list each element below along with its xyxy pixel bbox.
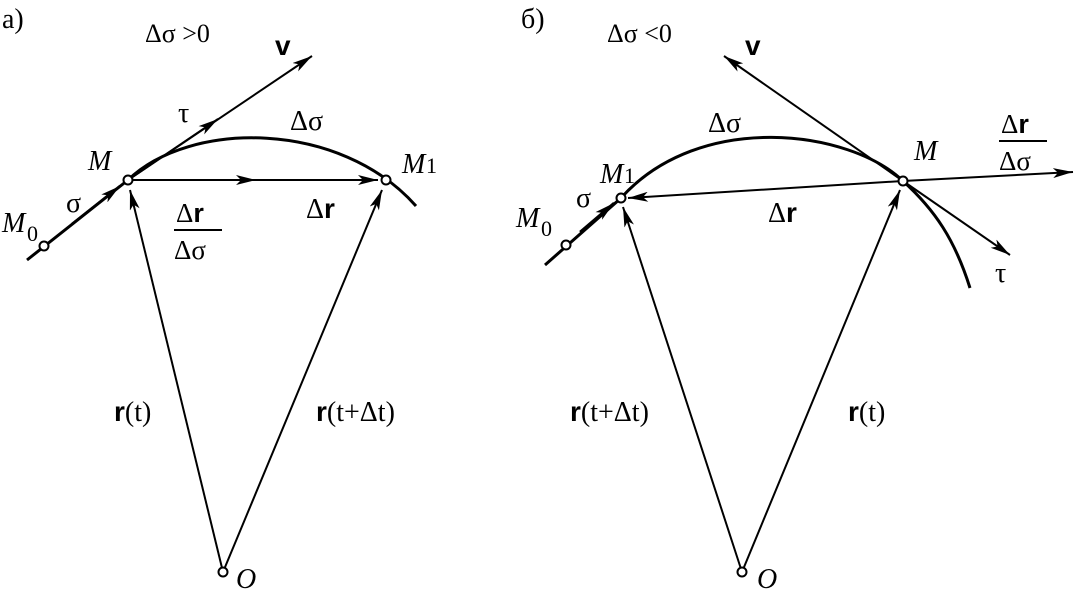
- dr-label-a: Δr: [306, 193, 335, 225]
- M-label-b: M: [913, 136, 939, 167]
- rtdt-label-a: r(t+Δt): [316, 396, 395, 428]
- sigma-arrow-a: [71, 185, 121, 225]
- svg-text:M: M: [599, 159, 625, 190]
- v-label-b: v: [745, 30, 761, 61]
- sigma-label-b: σ: [576, 183, 591, 214]
- point-M1-a: [380, 174, 392, 186]
- panel-tag-b: б): [521, 4, 545, 35]
- point-M-b: [897, 175, 909, 187]
- panel-b: б) Δσ <0 v Δσ M M 1 M 0 σ Δr Δr Δσ τ r(t…: [515, 4, 1074, 592]
- tau-unit-vector-a: [127, 118, 219, 181]
- dr-over-dsigma-label-b: Δr Δσ: [999, 109, 1047, 176]
- svg-text:0: 0: [541, 216, 552, 241]
- tau-label-b: τ: [995, 258, 1006, 289]
- point-M0-b: [560, 239, 572, 251]
- svg-text:Δσ: Δσ: [174, 235, 206, 265]
- point-M0-a: [38, 240, 50, 252]
- svg-text:M: M: [401, 149, 427, 180]
- point-O-a: [217, 566, 229, 578]
- dr-label-b: Δr: [768, 197, 797, 229]
- dr-over-dsigma-vector-b: [902, 168, 1074, 182]
- M0-label-a: M 0: [1, 208, 38, 246]
- dsigma-label-b: Δσ: [708, 108, 741, 139]
- svg-text:M: M: [1, 208, 27, 239]
- M-label-a: M: [87, 146, 113, 177]
- dr-over-dsigma-label-a: Δr Δσ: [174, 198, 222, 265]
- M0-label-b: M 0: [515, 203, 552, 241]
- point-M1-b: [615, 192, 627, 204]
- svg-text:Δr: Δr: [176, 198, 204, 228]
- svg-text:1: 1: [426, 153, 437, 178]
- position-vector-rtdt-a: [222, 189, 383, 573]
- trajectory-curve-a: [26, 136, 418, 262]
- M1-label-a: M 1: [401, 149, 437, 180]
- O-label-a: O: [236, 564, 256, 592]
- position-vector-rt-b: [741, 189, 901, 573]
- condition-label-a: Δσ >0: [145, 19, 210, 48]
- point-M-a: [122, 174, 134, 186]
- rt-label-b: r(t): [848, 396, 885, 428]
- O-label-b: O: [757, 564, 777, 592]
- panel-tag-a: а): [2, 4, 24, 35]
- sigma-arrow-b: [579, 202, 615, 233]
- condition-label-b: Δσ <0: [607, 19, 672, 48]
- M1-label-b: M 1: [599, 159, 635, 190]
- point-O-b: [736, 566, 748, 578]
- rtdt-label-b: r(t+Δt): [570, 396, 649, 428]
- svg-text:Δr: Δr: [1001, 109, 1029, 139]
- sigma-label-a: σ: [66, 188, 81, 219]
- velocity-vector-b: [723, 55, 904, 182]
- tau-label-a: τ: [178, 98, 189, 129]
- svg-text:0: 0: [27, 221, 38, 246]
- v-label-a: v: [275, 30, 291, 61]
- position-vector-rt-a: [129, 189, 224, 573]
- svg-text:M: M: [515, 203, 541, 234]
- panel-a: а) Δσ >0 v τ Δσ M M 1 M 0 σ Δr Δσ Δr r(t…: [1, 4, 437, 592]
- dsigma-label-a: Δσ: [290, 106, 323, 137]
- svg-text:1: 1: [624, 163, 635, 188]
- position-vector-rtdt-b: [622, 206, 743, 573]
- delta-r-vector-b: [627, 180, 904, 202]
- svg-text:Δσ: Δσ: [999, 146, 1031, 176]
- tau-unit-vector-b: [902, 180, 1011, 256]
- rt-label-a: r(t): [114, 396, 151, 428]
